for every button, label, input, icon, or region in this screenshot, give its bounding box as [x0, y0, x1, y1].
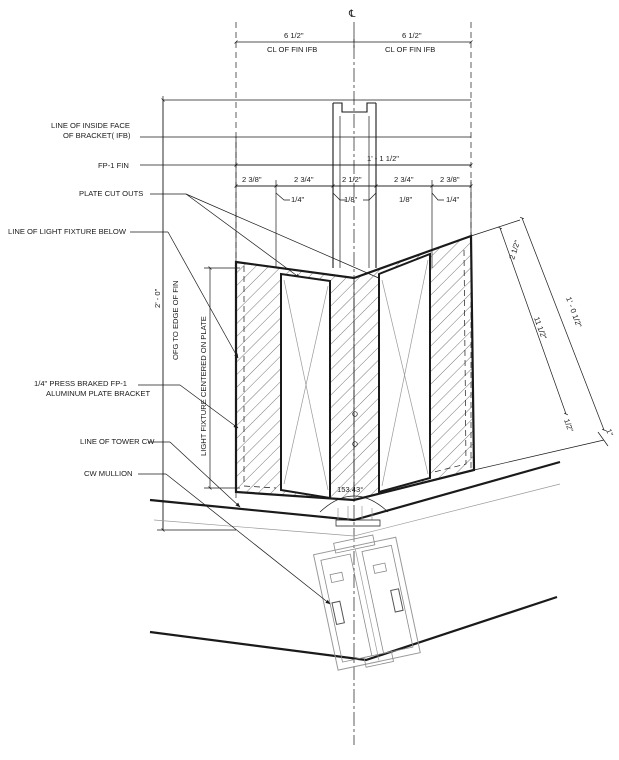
top-dim-right-note: CL OF FIN IFB	[385, 45, 435, 54]
label-fin: FP-1 FIN	[98, 161, 129, 170]
seg-dim-4: 2 3/4"	[394, 175, 414, 184]
right-dim-bottom-small: 1/2"	[562, 418, 575, 434]
seg-dim-5: 2 3/8"	[440, 175, 460, 184]
sub-dim-4: 1/4"	[446, 195, 460, 204]
bracket-leader	[138, 384, 239, 429]
seg-dim-3: 2 1/2"	[342, 175, 362, 184]
seg-dim-1: 2 3/8"	[242, 175, 262, 184]
segment-dimensions	[234, 180, 473, 268]
angle-arc	[319, 495, 389, 513]
centerline-symbol: ℄	[348, 9, 356, 20]
sub-dim-2: 1/8"	[344, 195, 358, 204]
fin-tube	[332, 102, 377, 268]
right-dim-edge: 1"	[604, 428, 615, 438]
label-tower-cw: LINE OF TOWER CW	[80, 437, 155, 446]
right-dim-middle: 11 1/2"	[532, 316, 549, 341]
right-dim-overall: 1' - 0 1/2"	[564, 296, 584, 329]
bracket-plate	[234, 234, 476, 502]
label-inside-face-1: LINE OF INSIDE FACE	[51, 121, 130, 130]
label-light-fixture: LINE OF LIGHT FIXTURE BELOW	[8, 227, 127, 236]
fin-dimension	[140, 160, 473, 170]
cw-mullion	[312, 506, 421, 671]
sub-dim-3: 1/8"	[399, 195, 413, 204]
right-dim-top-small: 2 1/2"	[507, 239, 522, 261]
top-dim-left-value: 6 1/2"	[284, 31, 304, 40]
tower-leader	[148, 441, 241, 508]
label-cw-mullion: CW MULLION	[84, 469, 133, 478]
fin-dim-overall: 1' - 1 1/2"	[367, 154, 399, 163]
top-dimension	[234, 36, 473, 48]
fixture-dim-note: LIGHT FIXTURE CENTERED ON PLATE	[199, 316, 208, 456]
right-dimensions	[470, 216, 609, 471]
vertical-dim-note: OFG TO EDGE OF FIN	[171, 281, 180, 360]
mullion-leader	[138, 473, 331, 605]
label-bracket-2: ALUMINUM PLATE BRACKET	[46, 389, 150, 398]
top-dim-right-value: 6 1/2"	[402, 31, 422, 40]
angle-value: 153.43°	[337, 485, 363, 494]
seg-dim-2: 2 3/4"	[294, 175, 314, 184]
label-inside-face-2: OF BRACKET( IFB)	[63, 131, 131, 140]
fixture-leader	[130, 231, 239, 359]
fixture-dimension	[204, 266, 240, 490]
vertical-dim-overall: 2' - 0"	[153, 288, 162, 308]
label-plate-cutouts: PLATE CUT OUTS	[79, 189, 143, 198]
sub-dim-1: 1/4"	[291, 195, 305, 204]
top-dim-left-note: CL OF FIN IFB	[267, 45, 317, 54]
label-bracket-1: 1/4" PRESS BRAKED FP-1	[34, 379, 127, 388]
